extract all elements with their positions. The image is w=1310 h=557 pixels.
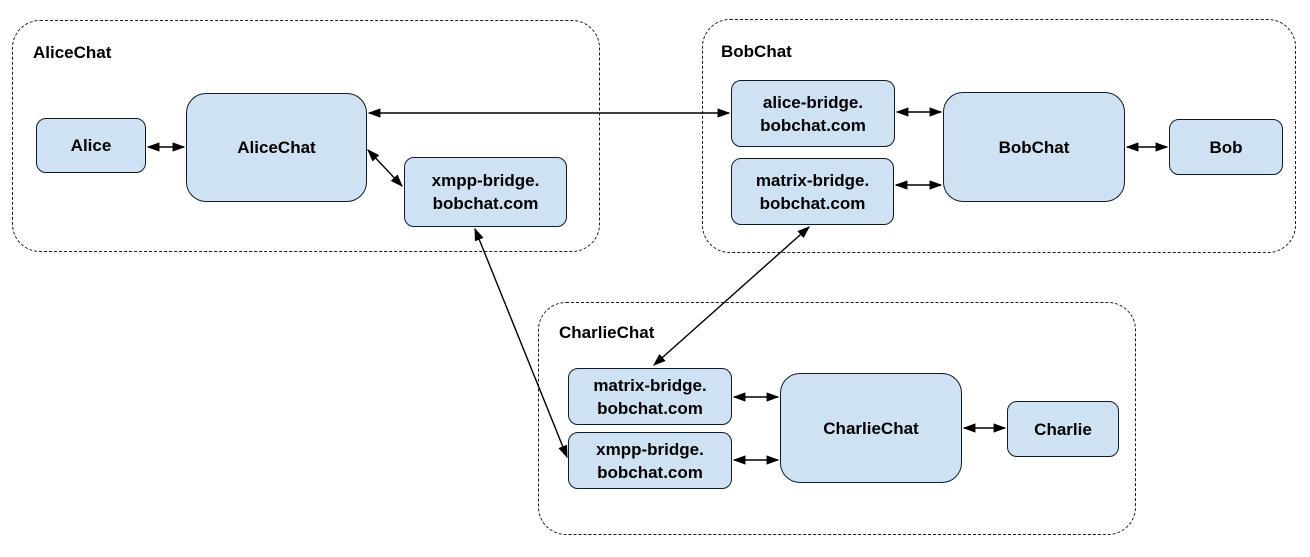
node-matrix-bridge-charliechat: matrix-bridge. bobchat.com bbox=[568, 368, 732, 425]
node-alice-label: Alice bbox=[70, 136, 112, 155]
node-xmpp-bridge-charliechat-label: xmpp-bridge. bobchat.com bbox=[596, 439, 704, 482]
node-bobchat-server: BobChat bbox=[943, 92, 1125, 202]
node-charliechat-server: CharlieChat bbox=[780, 373, 962, 483]
group-alicechat-label: AliceChat bbox=[33, 43, 112, 62]
node-charlie: Charlie bbox=[1007, 401, 1119, 457]
node-charliechat-server-label: CharlieChat bbox=[823, 418, 919, 438]
edge-alicechat-xmppbridge bbox=[367, 149, 403, 187]
node-charlie-label: Charlie bbox=[1034, 419, 1092, 439]
node-alice-bridge-bobchat-label: alice-bridge. bobchat.com bbox=[760, 92, 866, 135]
group-bobchat-label: BobChat bbox=[721, 42, 792, 61]
node-bob: Bob bbox=[1169, 119, 1283, 175]
node-xmpp-bridge-alicechat-label: xmpp-bridge. bobchat.com bbox=[431, 171, 540, 213]
node-alicechat-server-label: AliceChat bbox=[237, 138, 316, 157]
edge-matrixbridge-bob-to-matrixbridge-charlie bbox=[653, 226, 810, 366]
node-alice: Alice bbox=[36, 118, 146, 173]
group-bobchat: BobChat bbox=[702, 19, 1296, 253]
node-xmpp-bridge-alicechat: xmpp-bridge. bobchat.com bbox=[404, 157, 567, 227]
node-matrix-bridge-charliechat-label: matrix-bridge. bobchat.com bbox=[593, 375, 707, 418]
node-alice-bridge-bobchat: alice-bridge. bobchat.com bbox=[731, 80, 895, 147]
group-charliechat-label: CharlieChat bbox=[559, 323, 655, 342]
edge-xmppbridge-alice-to-xmppbridge-charlie bbox=[474, 227, 568, 459]
node-matrix-bridge-bobchat-label: matrix-bridge. bobchat.com bbox=[755, 170, 870, 213]
node-bobchat-server-label: BobChat bbox=[998, 137, 1070, 157]
node-bob-label: Bob bbox=[1209, 137, 1243, 157]
node-matrix-bridge-bobchat: matrix-bridge. bobchat.com bbox=[731, 158, 894, 225]
group-alicechat: AliceChat bbox=[12, 20, 600, 252]
node-xmpp-bridge-charliechat: xmpp-bridge. bobchat.com bbox=[568, 432, 732, 489]
node-alicechat-server: AliceChat bbox=[186, 93, 367, 202]
